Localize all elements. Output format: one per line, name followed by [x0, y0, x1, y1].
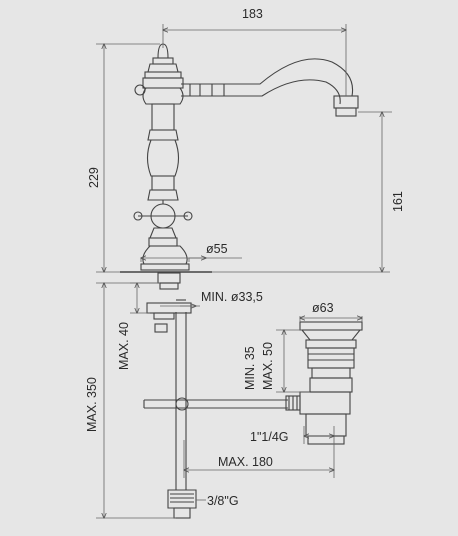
dim-base-diameter: ø55 [206, 242, 228, 256]
faucet-body [120, 43, 359, 273]
dim-max-deck-thickness: MAX. 40 [117, 322, 131, 370]
dimension-lines [96, 24, 392, 518]
dim-total-height: 229 [87, 167, 101, 188]
dim-spout-reach: 183 [242, 7, 263, 21]
dim-waste-diameter: ø63 [312, 301, 334, 315]
dim-supply-connection: 3/8"G [207, 494, 239, 508]
dim-waste-min: MIN. 35 [243, 346, 257, 390]
dim-max-tail-length: MAX. 350 [85, 377, 99, 432]
spout [181, 58, 359, 117]
dim-spout-height: 161 [391, 191, 405, 212]
dim-waste-max: MAX. 50 [261, 342, 275, 390]
dim-waste-thread: 1"1/4G [250, 430, 289, 444]
base [142, 245, 188, 265]
below-deck [143, 272, 288, 519]
waste-assembly [285, 321, 363, 445]
cross-handle [133, 200, 193, 247]
dim-hole-min-diameter: MIN. ø33,5 [201, 290, 263, 304]
dim-pop-up-max: MAX. 180 [218, 455, 273, 469]
